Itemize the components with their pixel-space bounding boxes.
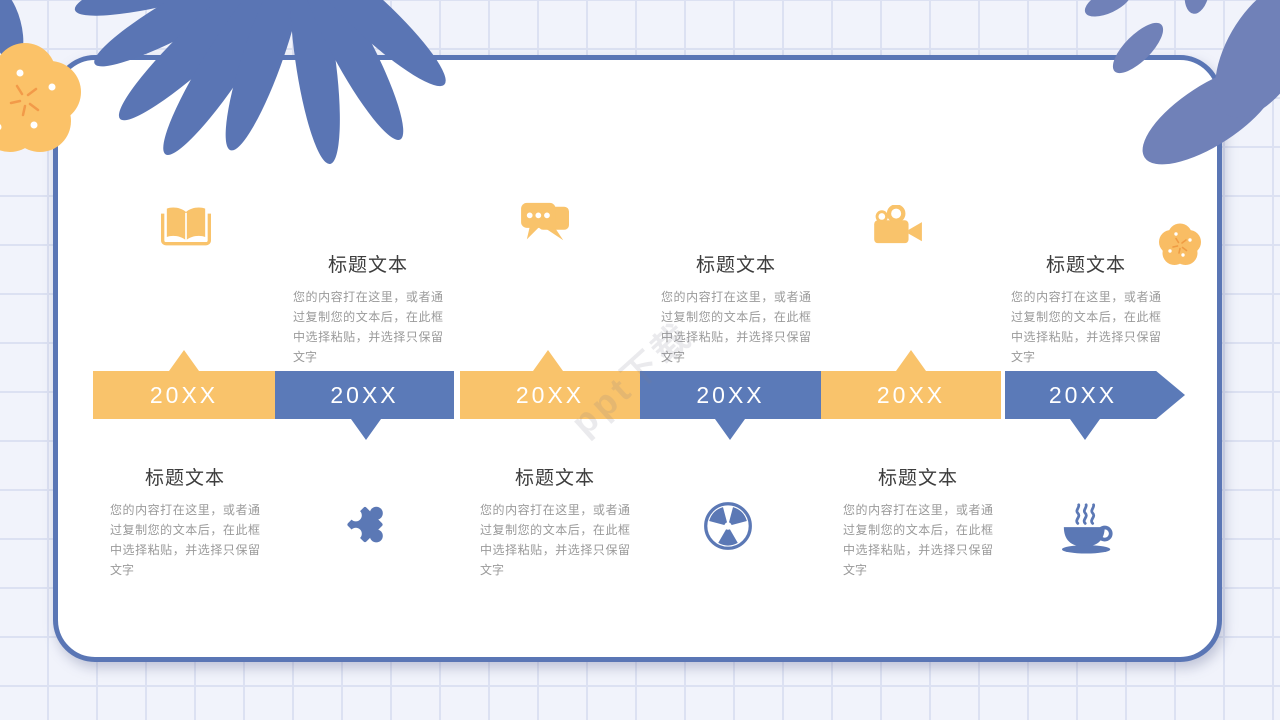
year-label: 20XX (149, 381, 219, 408)
timeline-segment-3: 20XX (460, 371, 640, 419)
content-block-top-3: 标题文本 您的内容打在这里，或者通过复制您的文本后，在此框中选择粘贴，并选择只保… (1011, 250, 1161, 367)
content-block-bottom-1: 标题文本 您的内容打在这里，或者通过复制您的文本后，在此框中选择粘贴，并选择只保… (110, 463, 260, 580)
video-camera-icon (874, 205, 922, 244)
block-body: 您的内容打在这里，或者通过复制您的文本后，在此框中选择粘贴，并选择只保留文字 (480, 503, 630, 577)
open-book-icon (161, 207, 211, 246)
block-body: 您的内容打在这里，或者通过复制您的文本后，在此框中选择粘贴，并选择只保留文字 (843, 503, 993, 577)
content-block-bottom-3: 标题文本 您的内容打在这里，或者通过复制您的文本后，在此框中选择粘贴，并选择只保… (843, 463, 993, 580)
year-label: 20XX (1048, 381, 1118, 408)
puzzle-piece-icon (347, 506, 383, 543)
chat-bubbles-icon (521, 202, 569, 241)
block-title: 标题文本 (877, 468, 958, 489)
block-title: 标题文本 (514, 468, 595, 489)
year-label: 20XX (330, 381, 399, 408)
content-block-top-2: 标题文本 您的内容打在这里，或者通过复制您的文本后，在此框中选择粘贴，并选择只保… (661, 250, 811, 367)
year-label: 20XX (515, 381, 585, 408)
block-body: 您的内容打在这里，或者通过复制您的文本后，在此框中选择粘贴，并选择只保留文字 (1011, 290, 1161, 364)
year-label: 20XX (696, 381, 765, 408)
block-body: 您的内容打在这里，或者通过复制您的文本后，在此框中选择粘贴，并选择只保留文字 (661, 290, 811, 364)
block-body: 您的内容打在这里，或者通过复制您的文本后，在此框中选择粘贴，并选择只保留文字 (293, 290, 443, 364)
block-title: 标题文本 (327, 255, 408, 276)
radiation-icon (704, 502, 752, 550)
block-title: 标题文本 (695, 255, 776, 276)
slide-card (53, 55, 1222, 662)
year-label: 20XX (876, 381, 946, 408)
block-title: 标题文本 (1045, 255, 1126, 276)
coffee-cup-icon (1062, 503, 1113, 554)
timeline-segment-1: 20XX (93, 371, 275, 419)
timeline-segment-5: 20XX (821, 371, 1001, 419)
content-block-bottom-2: 标题文本 您的内容打在这里，或者通过复制您的文本后，在此框中选择粘贴，并选择只保… (480, 463, 630, 580)
content-block-top-1: 标题文本 您的内容打在这里，或者通过复制您的文本后，在此框中选择粘贴，并选择只保… (293, 250, 443, 367)
block-title: 标题文本 (144, 468, 225, 489)
timeline-segment-2: 20XX (275, 371, 454, 419)
timeline-segment-4: 20XX (640, 371, 821, 419)
timeline-segment-6-arrow: 20XX (1005, 371, 1185, 419)
block-body: 您的内容打在这里，或者通过复制您的文本后，在此框中选择粘贴，并选择只保留文字 (110, 503, 260, 577)
